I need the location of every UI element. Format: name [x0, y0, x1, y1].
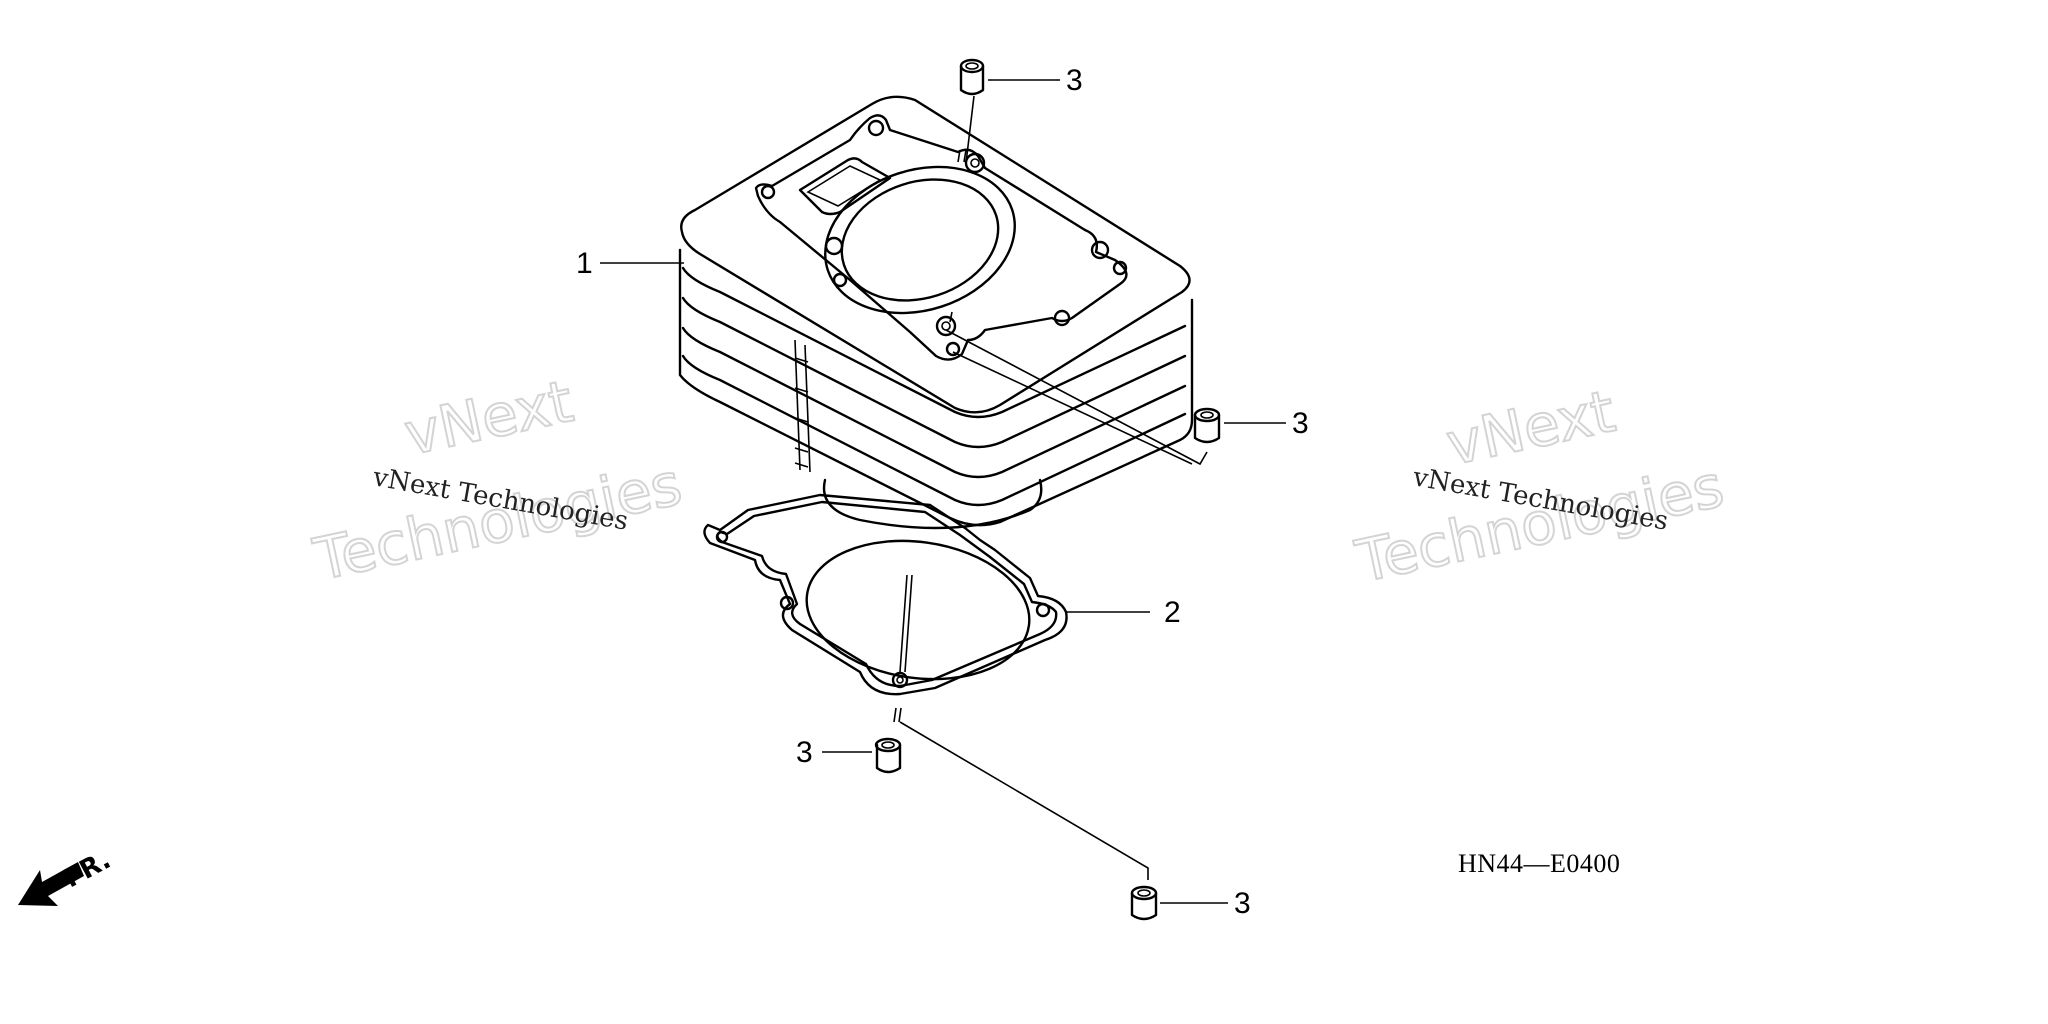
leader-lines — [600, 79, 1286, 904]
callout-3-lower-left: 3 — [796, 736, 813, 769]
watermark-left-big-1: vNext — [399, 367, 579, 469]
callout-3-top: 3 — [1066, 64, 1083, 97]
watermark-right: vNext Technologies vNext Technologies — [1349, 376, 1731, 597]
callout-3-right: 3 — [1292, 407, 1309, 440]
callout-1: 1 — [576, 247, 593, 280]
callout-3-bottom: 3 — [1234, 887, 1251, 920]
dowel-pin-bottom[interactable] — [899, 721, 1158, 921]
watermark-right-big-2: Technologies — [1350, 452, 1730, 596]
watermark-left: vNext Technologies vNext Technologies — [307, 366, 689, 595]
front-arrow-icon — [18, 862, 84, 906]
watermark-left-big-2: Technologies — [308, 450, 688, 594]
dowel-pin-right[interactable] — [945, 329, 1221, 466]
cylinder-part[interactable] — [678, 95, 1194, 530]
dowel-pin-lower-left[interactable] — [874, 707, 902, 774]
gasket-part[interactable] — [703, 493, 1068, 696]
front-direction-indicator: FR. — [18, 845, 116, 906]
diagram-code: HN44—E0400 — [1458, 849, 1620, 878]
front-label: FR. — [59, 845, 116, 894]
watermark-right-big-1: vNext — [1441, 377, 1621, 479]
dowel-pin-top[interactable] — [959, 58, 985, 164]
callout-2: 2 — [1164, 596, 1181, 629]
